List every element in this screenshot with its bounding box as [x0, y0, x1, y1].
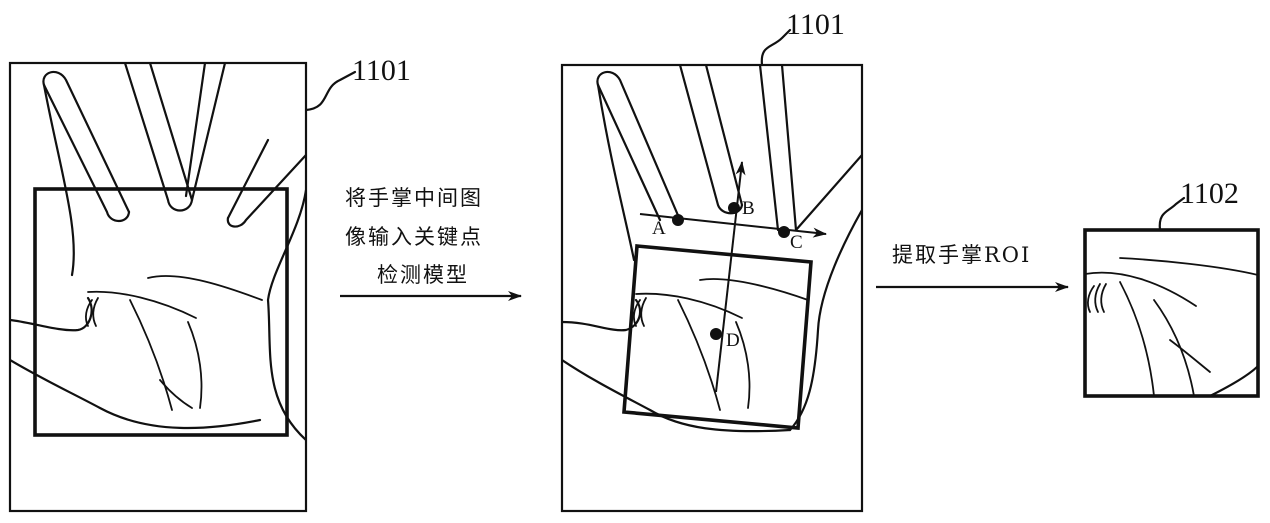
keypoint-a-label: A — [652, 218, 666, 239]
roi-image-frame — [1083, 228, 1260, 398]
keypoint-a — [672, 214, 684, 226]
keypoint-d-label: D — [726, 330, 740, 351]
keypoint-b-label: B — [742, 198, 755, 219]
middle-hand-drawing — [562, 65, 862, 433]
keypoint-c — [778, 226, 790, 238]
step1-caption-line2: 像输入关键点 — [345, 225, 483, 249]
middle-roi-box — [622, 244, 813, 430]
keypoint-d — [710, 328, 722, 340]
left-image-frame — [8, 61, 308, 513]
left-panel: 1101 — [8, 54, 411, 513]
step1-caption-line1: 将手掌中间图 — [345, 186, 483, 210]
keypoint-b — [728, 202, 740, 214]
keypoint-c-label: C — [790, 232, 803, 253]
horizontal-axis-arrow — [639, 213, 827, 238]
middle-panel: A B C D 1101 — [560, 8, 864, 513]
middle-image-frame — [560, 63, 864, 513]
left-hand-drawing — [10, 63, 306, 442]
middle-ref-label: 1101 — [786, 8, 845, 41]
vertical-axis-arrow — [715, 161, 746, 393]
right-ref-label: 1102 — [1180, 177, 1239, 210]
left-ref-label: 1101 — [352, 54, 411, 87]
right-panel: 1102 — [1083, 177, 1260, 398]
right-ref-leader — [1158, 196, 1186, 232]
middle-ref-leader — [760, 28, 792, 67]
left-roi-box — [33, 187, 289, 437]
left-ref-leader — [304, 70, 357, 112]
roi-palm-drawing — [1085, 257, 1258, 396]
step1-caption-line3: 检测模型 — [377, 263, 469, 287]
step2: 提取手掌ROI — [876, 243, 1069, 292]
step2-caption: 提取手掌ROI — [892, 243, 1031, 267]
step1: 将手掌中间图 像输入关键点 检测模型 — [340, 186, 522, 301]
